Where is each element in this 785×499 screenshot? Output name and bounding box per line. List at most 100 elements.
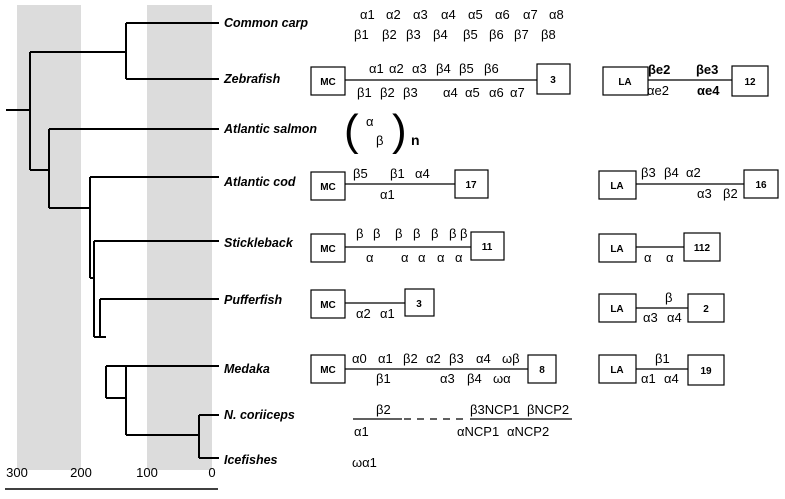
cod-la-box xyxy=(598,170,637,200)
gene-label: β xyxy=(449,226,456,241)
la-label: LA xyxy=(618,77,631,88)
species-label: Stickleback xyxy=(224,236,294,250)
puffer-la-count-box xyxy=(687,293,725,323)
mc-label: MC xyxy=(320,244,336,255)
gene-label: α7 xyxy=(523,7,538,22)
gene-label: β6 xyxy=(489,27,504,42)
count-label: 19 xyxy=(700,366,712,377)
gene-label: αe4 xyxy=(697,83,720,98)
gene-label: β xyxy=(376,133,383,148)
gene-label: α1 xyxy=(369,61,384,76)
puffer-la-box xyxy=(598,293,637,323)
gene-label: α xyxy=(437,250,445,265)
gene-label: β5 xyxy=(353,166,368,181)
gene-label: αNCP1 xyxy=(457,424,499,439)
gene-label: α3 xyxy=(697,186,712,201)
la-label: LA xyxy=(610,181,623,192)
gene-label: α5 xyxy=(468,7,483,22)
count-label: 2 xyxy=(703,304,709,315)
gene-label: α2 xyxy=(426,351,441,366)
gene-label: β4 xyxy=(436,61,451,76)
count-label: 112 xyxy=(694,243,711,254)
gene-label: α7 xyxy=(510,85,525,100)
gene-label: β xyxy=(373,226,380,241)
species-label: Pufferfish xyxy=(224,293,282,307)
zebra-mc-count-box xyxy=(536,63,571,95)
medaka-mc-count-box xyxy=(527,354,557,384)
gene-label: α2 xyxy=(686,165,701,180)
gene-label: β1 xyxy=(357,85,372,100)
band-100-0 xyxy=(147,5,212,470)
stickle-mc-box xyxy=(310,233,346,263)
gene-label: α xyxy=(666,250,674,265)
count-label: 3 xyxy=(550,75,556,86)
gene-label: α4 xyxy=(667,310,682,325)
species-label: Icefishes xyxy=(224,453,278,467)
gene-label: α3 xyxy=(643,310,658,325)
axis-tick-label: 300 xyxy=(6,465,28,480)
phylogenetic-tree xyxy=(6,22,219,459)
cod-la-count-box xyxy=(743,169,779,199)
count-label: 3 xyxy=(416,299,422,310)
gene-label: β xyxy=(395,226,402,241)
gene-label: α1 xyxy=(378,351,393,366)
species-label: Common carp xyxy=(224,16,308,30)
gene-label: α1 xyxy=(380,187,395,202)
species-label: Medaka xyxy=(224,362,270,376)
gene-label: β1 xyxy=(354,27,369,42)
medaka-la-count-box xyxy=(687,354,725,386)
gene-label: β3NCP1 xyxy=(470,402,519,417)
gene-label: α4 xyxy=(664,371,679,386)
gene-label: β3 xyxy=(449,351,464,366)
gene-label: βe3 xyxy=(696,62,718,77)
puffer-mc-count-box xyxy=(404,288,435,317)
puffer-mc-box xyxy=(310,289,346,319)
gene-label: α4 xyxy=(441,7,456,22)
count-label: 12 xyxy=(744,77,756,88)
mc-label: MC xyxy=(320,300,336,311)
count-label: 17 xyxy=(465,180,477,191)
axis-tick-label: 200 xyxy=(70,465,92,480)
stickle-la-count-box xyxy=(683,232,721,262)
gene-label: α4 xyxy=(476,351,491,366)
gene-label: α xyxy=(366,250,374,265)
zebra-mc-box xyxy=(310,66,346,96)
gene-label: ωα1 xyxy=(352,455,377,470)
gene-label: β6 xyxy=(484,61,499,76)
gene-label: β xyxy=(413,226,420,241)
zebra-la-box xyxy=(602,66,649,96)
mc-label: MC xyxy=(320,77,336,88)
gene-label: β xyxy=(665,290,672,305)
gene-label: α xyxy=(401,250,409,265)
gene-label: α1 xyxy=(380,306,395,321)
gene-label: βNCP2 xyxy=(527,402,569,417)
gene-labels: α1 α2 α3 α4 α5 α6 α7 α8 β1 β2 β3 β4 β5 β… xyxy=(344,7,738,470)
gene-label: αNCP2 xyxy=(507,424,549,439)
gene-label: α3 xyxy=(413,7,428,22)
cod-mc-box xyxy=(310,171,346,201)
la-label: LA xyxy=(610,304,623,315)
mc-label: MC xyxy=(320,365,336,376)
gene-label: α xyxy=(455,250,463,265)
species-label: Atlantic cod xyxy=(223,175,296,189)
gene-label: β2 xyxy=(382,27,397,42)
band-300-200 xyxy=(17,5,81,470)
gene-label: α1 xyxy=(641,371,656,386)
gene-label: β3 xyxy=(641,165,656,180)
stickle-la-box xyxy=(598,233,637,263)
gene-label: β4 xyxy=(433,27,448,42)
gene-label: β4 xyxy=(467,371,482,386)
gene-label: β5 xyxy=(463,27,478,42)
gene-label: αe2 xyxy=(647,83,669,98)
gene-label: α3 xyxy=(440,371,455,386)
axis-tick-label: 100 xyxy=(136,465,158,480)
stickle-mc-count-box xyxy=(470,231,505,261)
gene-label: β1 xyxy=(655,351,670,366)
gene-label: ωα xyxy=(493,371,511,386)
gene-label: α6 xyxy=(489,85,504,100)
gene-label: α4 xyxy=(443,85,458,100)
gene-label: β8 xyxy=(541,27,556,42)
bracket-right: ) xyxy=(392,106,407,155)
